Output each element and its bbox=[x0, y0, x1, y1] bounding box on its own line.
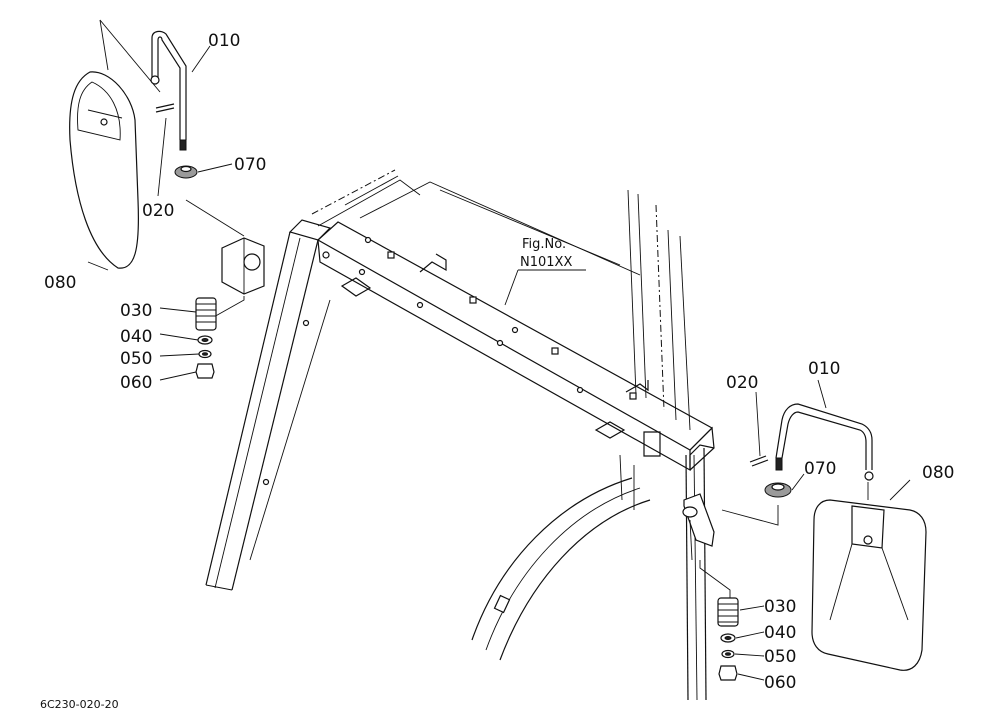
right-spring bbox=[717, 597, 739, 627]
cab-frame bbox=[205, 169, 715, 701]
right-label-040: 040 bbox=[764, 623, 796, 643]
left-label-040: 040 bbox=[120, 327, 152, 347]
drawing-code: 6C230-020-20 bbox=[40, 698, 119, 711]
left-label-050: 050 bbox=[120, 349, 152, 369]
right-label-050: 050 bbox=[764, 647, 796, 667]
left-nut-060 bbox=[195, 363, 215, 379]
left-mirror-assembly bbox=[69, 19, 265, 381]
fig-label: Fig.No. bbox=[522, 237, 566, 252]
right-label-030: 030 bbox=[764, 597, 796, 617]
right-mirror-bracket bbox=[683, 493, 715, 547]
right-label-070: 070 bbox=[804, 459, 836, 479]
right-label-010: 010 bbox=[808, 359, 840, 379]
left-label-080: 080 bbox=[44, 273, 76, 293]
fig-number: N101XX bbox=[520, 255, 572, 270]
left-pin bbox=[155, 103, 175, 109]
right-nut-060 bbox=[718, 665, 738, 681]
fig-leader bbox=[504, 269, 586, 306]
right-mirror-body bbox=[811, 499, 927, 671]
right-label-060: 060 bbox=[764, 673, 796, 693]
right-label-080: 080 bbox=[922, 463, 954, 483]
left-label-070: 070 bbox=[234, 155, 266, 175]
right-label-020: 020 bbox=[726, 373, 758, 393]
right-mirror-assembly bbox=[682, 379, 927, 681]
left-label-030: 030 bbox=[120, 301, 152, 321]
left-label-020: 020 bbox=[142, 201, 174, 221]
left-label-010: 010 bbox=[208, 31, 240, 51]
beam-holes bbox=[322, 236, 637, 400]
right-mirror-rod bbox=[775, 403, 874, 481]
right-pin bbox=[749, 455, 767, 463]
left-label-060: 060 bbox=[120, 373, 152, 393]
left-mirror-rod bbox=[150, 30, 187, 151]
left-spring bbox=[195, 297, 217, 331]
left-mirror-body bbox=[69, 71, 139, 269]
